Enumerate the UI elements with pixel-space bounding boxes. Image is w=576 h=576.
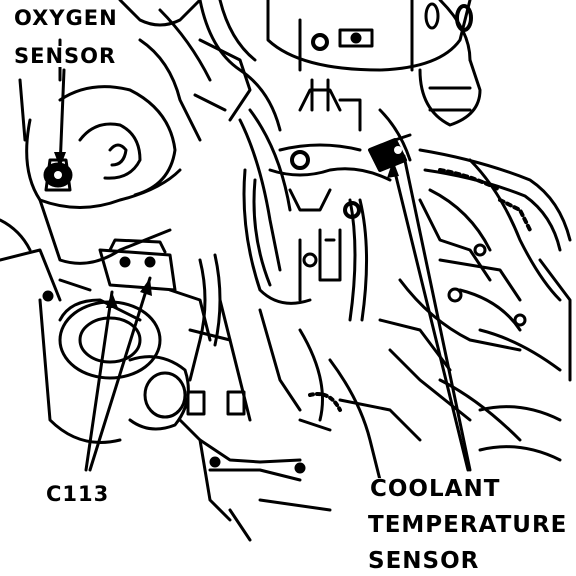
coolant-leader-2 [402, 154, 472, 472]
c113-leader-2 [88, 276, 152, 472]
coolant-sensor-label-line1: COOLANT [368, 476, 503, 502]
coolant-sensor-label-line2: TEMPERATURE [366, 512, 570, 538]
connector-c113-label: C113 [44, 482, 112, 506]
oxygen-sensor-label-line1: OXYGEN [12, 6, 120, 30]
oxygen-sensor-label-line2: SENSOR [12, 44, 119, 68]
intake-tubing [198, 0, 412, 322]
coolant-leader-1 [390, 158, 470, 472]
coolant-sensor-label-line3: SENSOR [366, 548, 482, 574]
right-hoses [378, 148, 572, 462]
c113-leader-1 [84, 290, 114, 472]
engine-block-lower [178, 253, 422, 542]
exhaust-manifold [0, 0, 252, 302]
oxygen-sensor [43, 158, 73, 192]
leader-arrows [54, 152, 399, 308]
air-cleaner-housing [266, 0, 482, 127]
coolant-temperature-sensor [368, 133, 412, 172]
leader-lines [58, 68, 472, 472]
oxygen-leader [58, 68, 66, 170]
lower-left-assembly [38, 238, 232, 444]
